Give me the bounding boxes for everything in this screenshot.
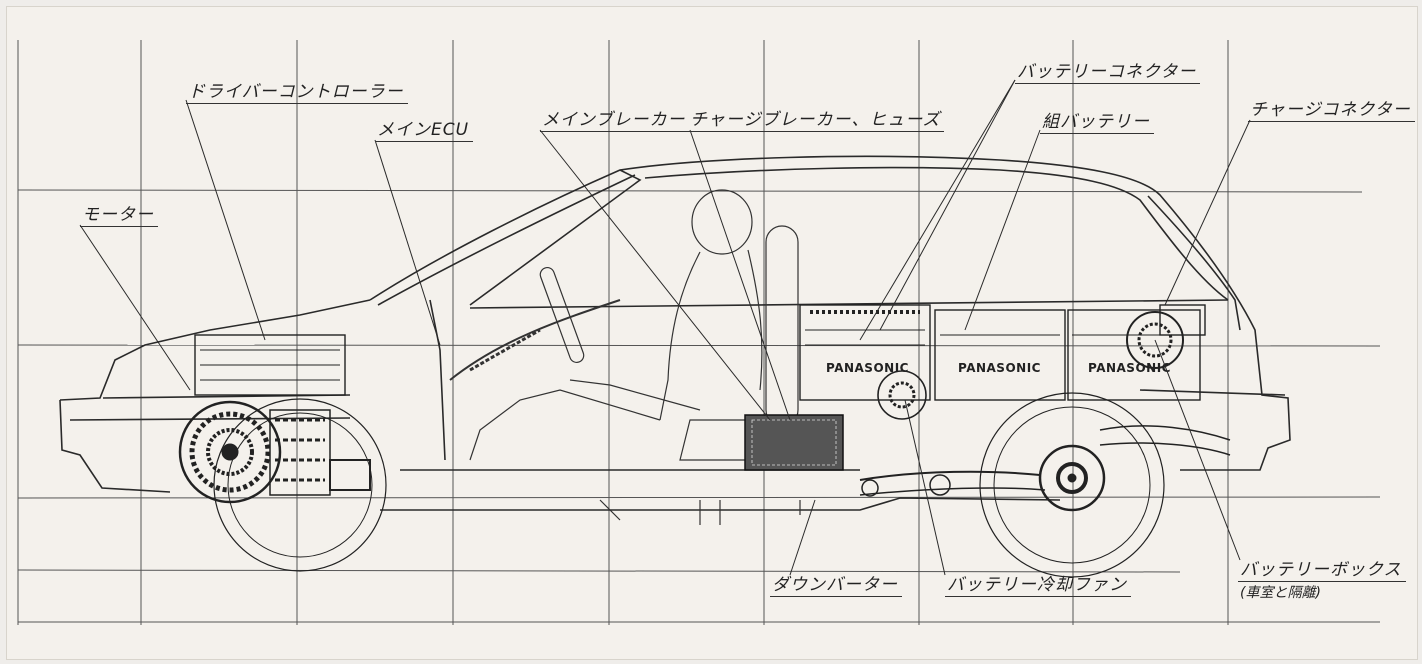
car-body-outline (59, 155, 1291, 511)
battery-brand-3: PANASONIC (1088, 361, 1171, 375)
front-wheel-motor (178, 334, 387, 572)
label-driver-controller: ドライバーコントローラー (186, 82, 408, 104)
rear-wheel (859, 392, 1231, 578)
battery-brand-2: PANASONIC (958, 361, 1041, 375)
label-motor: モーター (80, 205, 158, 227)
battery-packs (799, 304, 1206, 420)
grid-lines (17, 40, 1381, 625)
leader-lines (79, 79, 1251, 576)
label-charge-connector: チャージコネクター (1248, 100, 1415, 122)
driver-and-seats (449, 189, 801, 525)
label-battery-box: バッテリーボックス (1238, 560, 1406, 582)
label-battery-box-note: (車室と隔離) (1240, 585, 1321, 601)
label-battery-cooling-fan: バッテリー冷却ファン (945, 575, 1131, 597)
label-charge-breaker-fuse: チャージブレーカー、ヒューズ (688, 110, 945, 132)
label-down-converter: ダウンバーター (770, 575, 902, 597)
label-battery-connector: バッテリーコネクター (1015, 62, 1201, 84)
label-main-ecu: メインECU (375, 120, 474, 142)
label-main-breaker: メインブレーカー (540, 110, 690, 132)
down-converter-box (744, 414, 844, 471)
battery-brand-1: PANASONIC (826, 361, 909, 375)
label-assembled-battery: 組バッテリー (1040, 112, 1154, 134)
